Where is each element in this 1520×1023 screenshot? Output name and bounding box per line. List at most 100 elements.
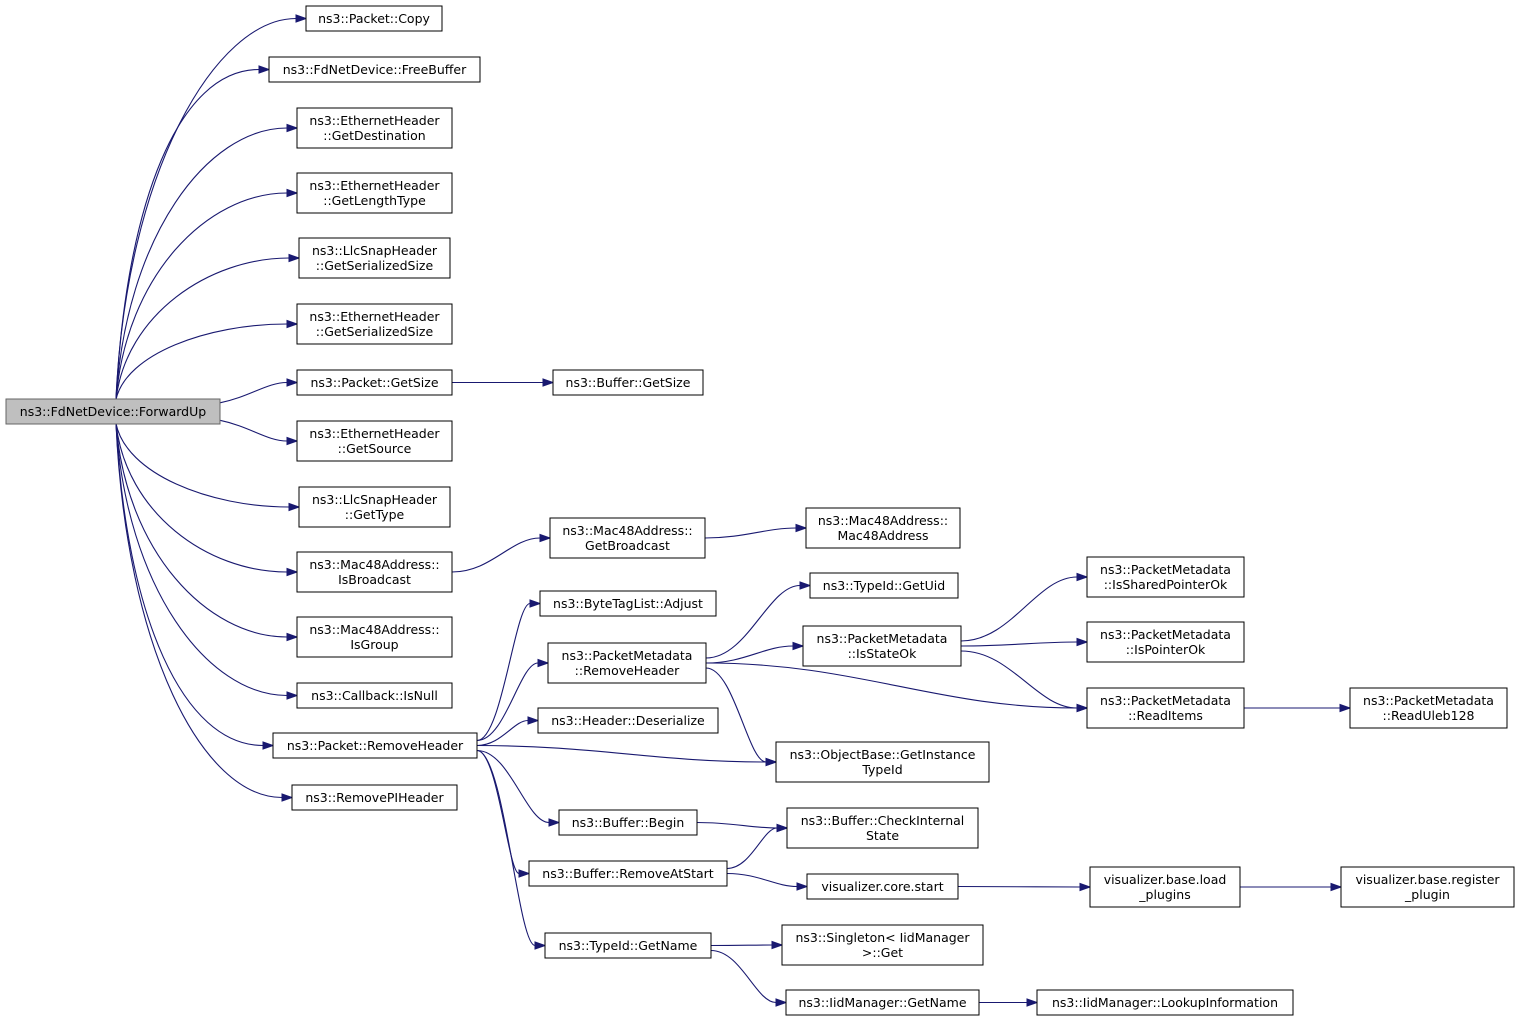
node-getuid[interactable]: ns3::TypeId::GetUid: [809, 572, 959, 599]
node-llcsize[interactable]: ns3::LlcSnapHeader::GetSerializedSize: [298, 237, 451, 279]
arrowhead: [539, 533, 552, 543]
node-box: [296, 303, 453, 345]
node-copy[interactable]: ns3::Packet::Copy: [305, 5, 443, 32]
node-rmpi[interactable]: ns3::RemovePIHeader: [291, 784, 458, 811]
node-box: [298, 486, 451, 528]
edge-line: [115, 423, 288, 697]
node-readitems[interactable]: ns3::PacketMetadata::ReadItems: [1086, 687, 1245, 729]
edge-line: [219, 381, 288, 404]
node-mac48[interactable]: ns3::Mac48Address::Mac48Address: [805, 507, 961, 549]
node-free[interactable]: ns3::FdNetDevice::FreeBuffer: [268, 56, 481, 83]
node-shptr[interactable]: ns3::PacketMetadata::IsSharedPointerOk: [1086, 556, 1245, 598]
node-getbcast[interactable]: ns3::Mac48Address::GetBroadcast: [549, 517, 706, 559]
node-box: [5, 398, 221, 425]
node-label: _plugins: [1138, 887, 1190, 902]
edge-tidname-to-iidname: [710, 949, 788, 1007]
node-ehlen[interactable]: ns3::EthernetHeader::GetLengthType: [296, 172, 453, 214]
node-ehsrc[interactable]: ns3::EthernetHeader::GetSource: [296, 420, 453, 462]
arrowhead: [258, 65, 271, 74]
edges-layer: [115, 14, 1352, 1007]
node-bufsize[interactable]: ns3::Buffer::GetSize: [552, 369, 704, 396]
node-box: [1086, 621, 1245, 663]
edge-line: [476, 749, 536, 947]
edge-pmrm-to-gettid: [705, 667, 778, 767]
node-box: [785, 989, 980, 1016]
node-deser[interactable]: ns3::Header::Deserialize: [537, 707, 719, 734]
node-vload[interactable]: visualizer.base.load_plugins: [1089, 866, 1241, 908]
arrowhead: [286, 691, 299, 700]
edge-line: [115, 423, 264, 747]
edge-line: [705, 645, 794, 664]
node-ptrok[interactable]: ns3::PacketMetadata::IsPointerOk: [1086, 621, 1245, 663]
node-label: ns3::Singleton< IidManager: [795, 930, 970, 945]
node-pktsize[interactable]: ns3::Packet::GetSize: [296, 369, 453, 396]
node-label: ns3::LlcSnapHeader: [312, 243, 438, 258]
node-vreg[interactable]: visualizer.base.register_plugin: [1340, 866, 1515, 908]
edge-fwd-to-pktsize: [219, 378, 299, 404]
arrowhead: [542, 378, 555, 387]
node-label: ns3::TypeId::GetName: [559, 938, 698, 953]
edge-fwd-to-rmpi: [115, 423, 294, 802]
edge-line: [115, 257, 290, 400]
arrowhead: [792, 641, 805, 651]
arrowhead: [286, 632, 299, 642]
node-label: ns3::Header::Deserialize: [551, 713, 705, 728]
node-pmrm[interactable]: ns3::PacketMetadata::RemoveHeader: [547, 642, 707, 684]
node-begin[interactable]: ns3::Buffer::Begin: [558, 809, 698, 836]
node-stateok[interactable]: ns3::PacketMetadata::IsStateOk: [802, 625, 962, 667]
node-box: [296, 172, 453, 214]
node-label: ::ReadUleb128: [1383, 708, 1475, 723]
node-label: ns3::EthernetHeader: [309, 426, 440, 441]
node-rmstart[interactable]: ns3::Buffer::RemoveAtStart: [528, 860, 728, 887]
node-fwd[interactable]: ns3::FdNetDevice::ForwardUp: [5, 398, 221, 425]
node-iidname[interactable]: ns3::IidManager::GetName: [785, 989, 980, 1016]
edge-readitems-to-uleb: [1243, 703, 1352, 713]
arrowhead: [1076, 637, 1089, 647]
node-label: ns3::Packet::Copy: [318, 11, 430, 26]
node-box: [549, 517, 706, 559]
edge-line: [115, 423, 283, 799]
node-ehdest[interactable]: ns3::EthernetHeader::GetDestination: [296, 107, 453, 149]
node-label: ns3::EthernetHeader: [309, 113, 440, 128]
node-label: visualizer.core.start: [821, 879, 943, 894]
node-uleb[interactable]: ns3::PacketMetadata::ReadUleb128: [1349, 687, 1508, 729]
node-label: ns3::TypeId::GetUid: [823, 578, 945, 593]
node-isbcast[interactable]: ns3::Mac48Address::IsBroadcast: [296, 551, 453, 593]
edge-rmstart-to-vstart: [726, 872, 809, 891]
node-box: [1340, 866, 1515, 908]
edge-line: [710, 944, 773, 947]
arrowhead: [286, 123, 299, 133]
arrowhead: [796, 882, 809, 891]
arrowhead: [1079, 882, 1092, 892]
node-label: ns3::Callback::IsNull: [311, 688, 438, 703]
node-adjust[interactable]: ns3::ByteTagList::Adjust: [539, 590, 717, 617]
node-vstart[interactable]: visualizer.core.start: [806, 873, 959, 900]
node-box: [1086, 556, 1245, 598]
node-isnull[interactable]: ns3::Callback::IsNull: [296, 682, 453, 709]
node-box: [786, 807, 979, 849]
node-box: [296, 107, 453, 149]
node-label: ns3::IidManager::LookupInformation: [1052, 995, 1278, 1010]
edge-pmrm-to-stateok: [705, 641, 805, 664]
node-box: [544, 932, 712, 959]
node-tidname[interactable]: ns3::TypeId::GetName: [544, 932, 712, 959]
node-lookup[interactable]: ns3::IidManager::LookupInformation: [1036, 989, 1294, 1016]
node-label: ns3::ByteTagList::Adjust: [553, 596, 703, 611]
node-rmhdr[interactable]: ns3::Packet::RemoveHeader: [272, 732, 478, 759]
edge-rmstart-to-checkint: [726, 823, 789, 870]
node-llctype[interactable]: ns3::LlcSnapHeader::GetType: [298, 486, 451, 528]
node-singleton[interactable]: ns3::Singleton< IidManager >::Get: [781, 924, 984, 966]
edge-line: [115, 423, 288, 573]
edge-rmhdr-to-pmrm: [476, 658, 550, 742]
node-ehsize[interactable]: ns3::EthernetHeader::GetSerializedSize: [296, 303, 453, 345]
edge-fwd-to-rmhdr: [115, 423, 275, 750]
node-isgroup[interactable]: ns3::Mac48Address::IsGroup: [296, 616, 453, 658]
arrowhead: [548, 818, 561, 827]
edge-line: [960, 641, 1078, 647]
node-box: [1349, 687, 1508, 729]
node-box: [809, 572, 959, 599]
edge-line: [115, 423, 288, 638]
edge-fwd-to-llctype: [115, 423, 301, 512]
